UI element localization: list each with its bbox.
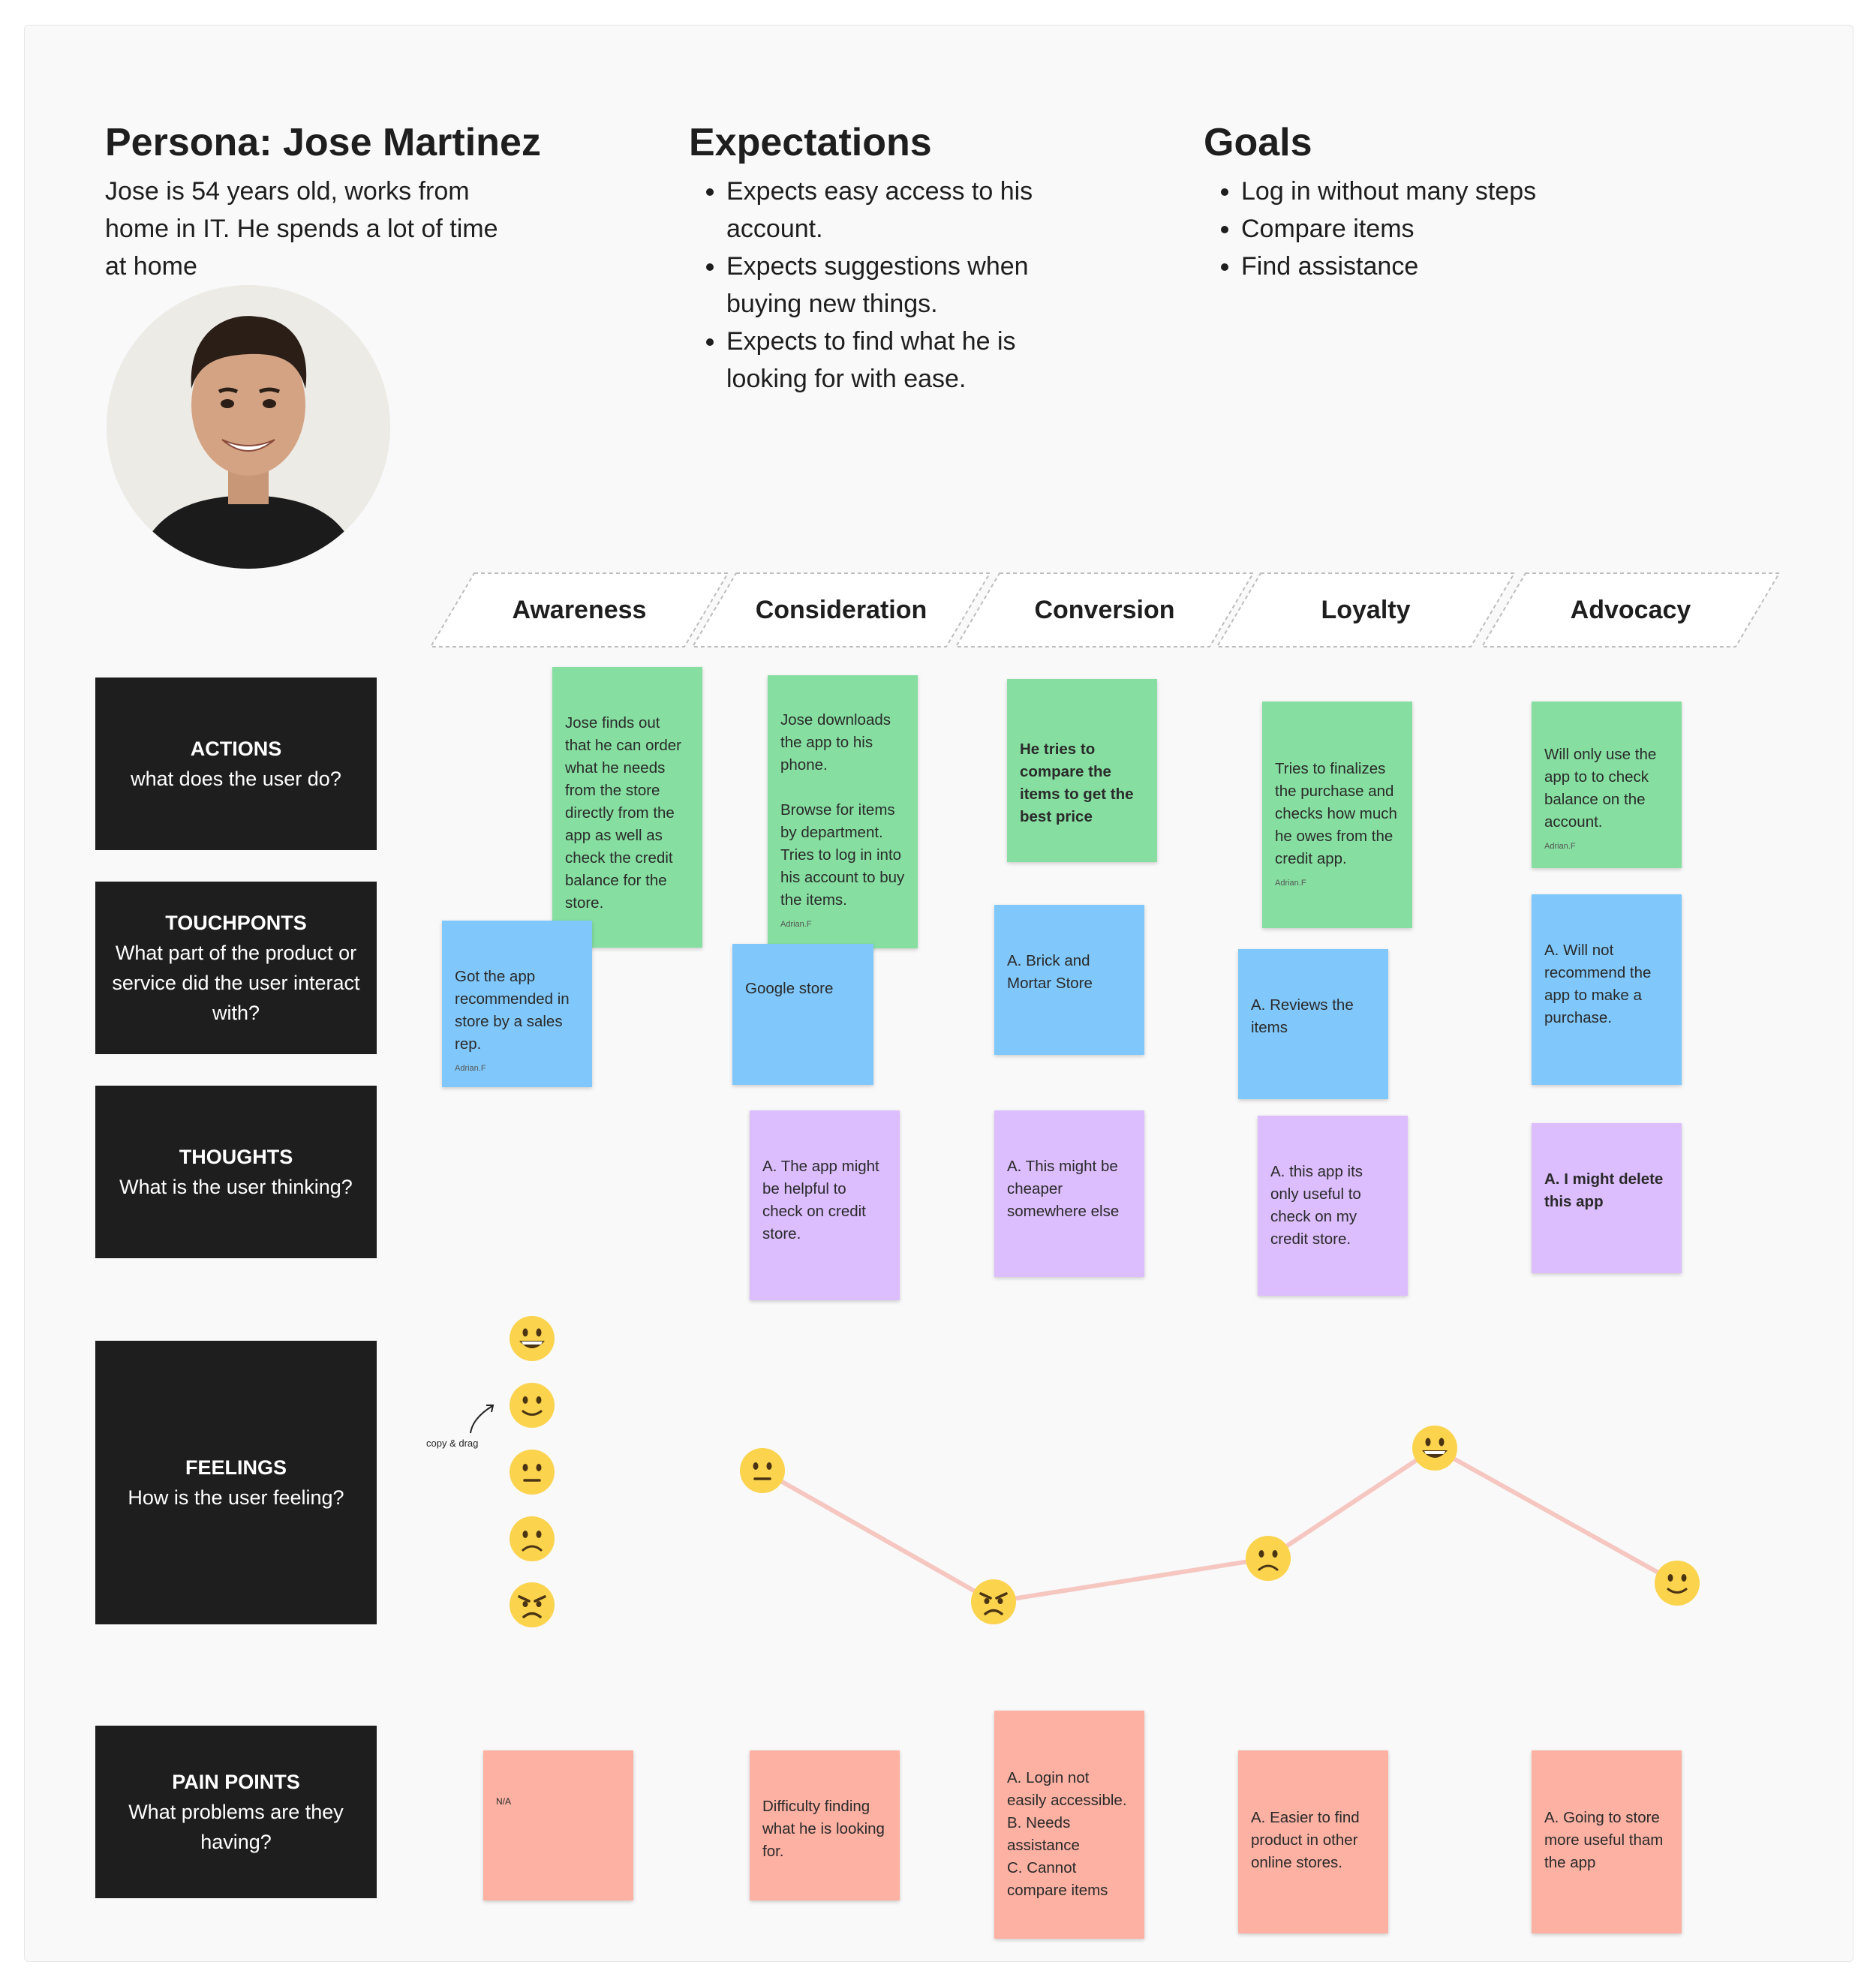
angry-face-icon <box>970 1579 1017 1625</box>
slightly-smiling-face-icon <box>1654 1560 1700 1606</box>
slightly-frowning-face-icon <box>1245 1535 1291 1582</box>
grinning-face-icon <box>1412 1425 1458 1471</box>
neutral-face-icon <box>739 1447 786 1494</box>
